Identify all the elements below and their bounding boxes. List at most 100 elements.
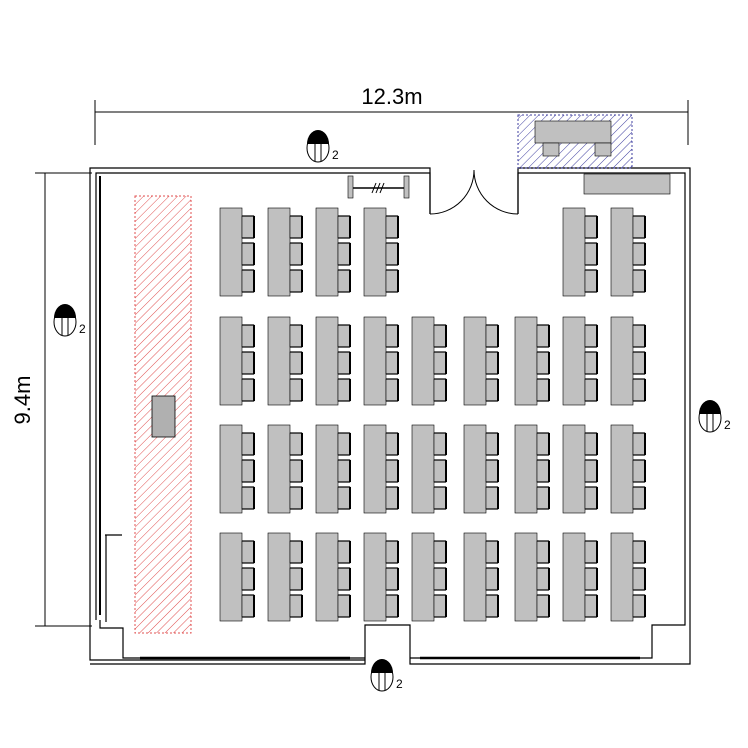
desk bbox=[219, 424, 243, 514]
section-marker-label: 2 bbox=[332, 148, 339, 162]
chair bbox=[433, 486, 447, 510]
chair bbox=[632, 594, 646, 618]
chair bbox=[632, 459, 646, 483]
chair bbox=[337, 486, 351, 510]
desk bbox=[562, 424, 586, 514]
desk bbox=[514, 316, 538, 406]
chair bbox=[632, 540, 646, 564]
width-dimension: 12.3m bbox=[94, 84, 689, 145]
section-marker-west: 2 bbox=[53, 304, 86, 337]
stage-area bbox=[134, 195, 192, 634]
desk bbox=[463, 316, 487, 406]
desk bbox=[267, 424, 291, 514]
desk-group bbox=[610, 532, 646, 622]
chair bbox=[289, 594, 303, 618]
chair bbox=[337, 540, 351, 564]
chair bbox=[241, 215, 255, 239]
desk-group bbox=[463, 532, 499, 622]
chair bbox=[632, 432, 646, 456]
chair bbox=[337, 594, 351, 618]
chair bbox=[584, 351, 598, 375]
chair bbox=[289, 432, 303, 456]
chair bbox=[241, 378, 255, 402]
chair bbox=[536, 432, 550, 456]
desk-group bbox=[267, 424, 303, 514]
chair bbox=[241, 594, 255, 618]
chair bbox=[584, 567, 598, 591]
chair bbox=[433, 540, 447, 564]
desk-group bbox=[363, 424, 399, 514]
chair bbox=[536, 486, 550, 510]
chair bbox=[337, 459, 351, 483]
desk-group bbox=[219, 207, 255, 297]
desk-group bbox=[219, 424, 255, 514]
chair bbox=[385, 242, 399, 266]
chair bbox=[536, 351, 550, 375]
desk-group bbox=[463, 316, 499, 406]
chair bbox=[337, 242, 351, 266]
chair bbox=[289, 351, 303, 375]
desk bbox=[610, 316, 634, 406]
chair bbox=[584, 324, 598, 348]
chair bbox=[433, 432, 447, 456]
desk bbox=[363, 207, 387, 297]
width-label: 12.3m bbox=[361, 84, 422, 109]
chair bbox=[485, 567, 499, 591]
chair bbox=[485, 540, 499, 564]
chair bbox=[632, 215, 646, 239]
desk-group bbox=[315, 532, 351, 622]
desk bbox=[315, 532, 339, 622]
desk-group bbox=[610, 316, 646, 406]
desk bbox=[562, 316, 586, 406]
desk bbox=[610, 207, 634, 297]
chair bbox=[337, 269, 351, 293]
chair bbox=[485, 486, 499, 510]
height-label: 9.4m bbox=[10, 376, 35, 425]
desk bbox=[562, 207, 586, 297]
desk-group bbox=[562, 532, 598, 622]
section-marker-label: 2 bbox=[396, 677, 403, 691]
desk-group bbox=[514, 316, 550, 406]
chair bbox=[485, 459, 499, 483]
chair bbox=[433, 567, 447, 591]
chair bbox=[289, 567, 303, 591]
chair bbox=[385, 432, 399, 456]
chair bbox=[289, 242, 303, 266]
chair bbox=[536, 540, 550, 564]
desk bbox=[514, 424, 538, 514]
chair bbox=[536, 459, 550, 483]
chair bbox=[433, 378, 447, 402]
chair bbox=[433, 459, 447, 483]
entrance-door[interactable] bbox=[429, 169, 519, 215]
desk bbox=[315, 207, 339, 297]
chair bbox=[632, 567, 646, 591]
chair bbox=[632, 351, 646, 375]
desk-group bbox=[514, 532, 550, 622]
chair bbox=[584, 269, 598, 293]
chair bbox=[584, 378, 598, 402]
chair bbox=[337, 324, 351, 348]
lectern bbox=[151, 395, 176, 438]
chair bbox=[241, 242, 255, 266]
section-marker-label: 2 bbox=[724, 418, 731, 432]
chair bbox=[337, 567, 351, 591]
chair bbox=[632, 486, 646, 510]
desk bbox=[267, 532, 291, 622]
desk-group bbox=[267, 316, 303, 406]
chair bbox=[241, 351, 255, 375]
chair bbox=[385, 215, 399, 239]
desk-group bbox=[411, 424, 447, 514]
desk bbox=[267, 316, 291, 406]
side-counter bbox=[583, 173, 671, 195]
desk-group bbox=[562, 424, 598, 514]
desk-group bbox=[363, 316, 399, 406]
chair bbox=[241, 567, 255, 591]
chair bbox=[289, 378, 303, 402]
chair bbox=[584, 486, 598, 510]
desk bbox=[363, 532, 387, 622]
chair bbox=[536, 378, 550, 402]
chair bbox=[536, 594, 550, 618]
chair bbox=[289, 215, 303, 239]
chair bbox=[337, 378, 351, 402]
